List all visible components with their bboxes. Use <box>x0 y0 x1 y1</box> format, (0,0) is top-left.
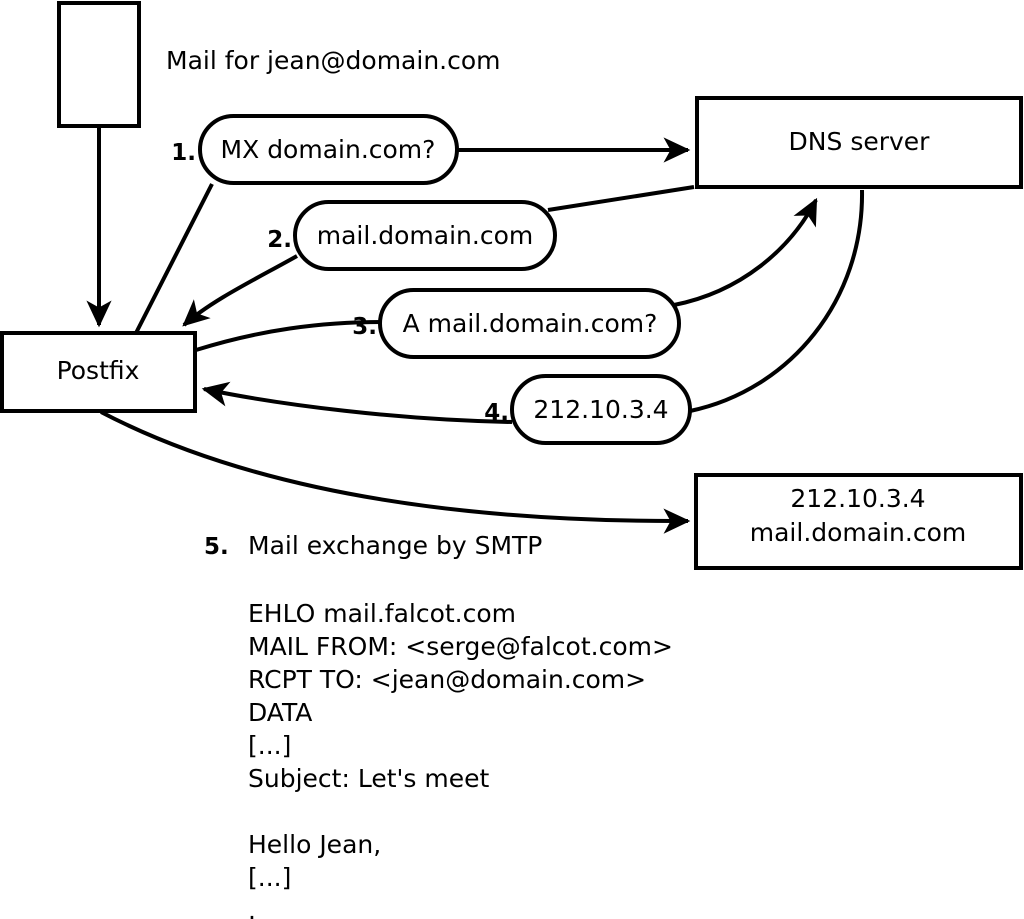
transcript-line: DATA <box>248 698 312 727</box>
node-dns-server: DNS server <box>695 96 1023 189</box>
connector-dns-to-step4 <box>689 189 865 413</box>
connector-postfix-to-mailserver <box>100 410 691 534</box>
transcript-line: EHLO mail.falcot.com <box>248 599 516 628</box>
mail-server-ip: 212.10.3.4 <box>790 484 925 513</box>
connector-step4-to-postfix <box>201 381 513 424</box>
smtp-transcript: EHLO mail.falcot.com MAIL FROM: <serge@f… <box>248 599 673 919</box>
transcript-line: [...] <box>248 731 291 760</box>
step-1-number: 1. <box>171 140 196 166</box>
connector-dns-to-step2 <box>547 185 695 212</box>
step-5-number: 5. <box>204 534 229 560</box>
transcript-line: MAIL FROM: <serge@falcot.com> <box>248 632 673 661</box>
connector-step2-to-postfix <box>182 254 298 327</box>
step-5-label: Mail exchange by SMTP <box>248 531 542 560</box>
dns-server-label: DNS server <box>789 127 931 156</box>
step-bubble-1: MX domain.com? <box>198 114 459 185</box>
node-mail-server: 212.10.3.4 mail.domain.com <box>694 473 1023 570</box>
connector-postfix-to-step3 <box>195 320 383 352</box>
connector-postfix-to-step1 <box>134 183 214 334</box>
step-bubble-4: 212.10.3.4 <box>510 374 692 445</box>
step-4-number: 4. <box>484 400 509 426</box>
connector-step3-to-dns <box>673 197 818 307</box>
step-2-label: mail.domain.com <box>317 221 533 250</box>
postfix-label: Postfix <box>57 356 140 385</box>
step-bubble-2: mail.domain.com <box>293 200 557 271</box>
mail-server-hostname: mail.domain.com <box>750 518 966 547</box>
transcript-line: Subject: Let's meet <box>248 764 489 793</box>
node-postfix: Postfix <box>0 331 197 413</box>
transcript-line: [...] <box>248 863 291 892</box>
step-4-label: 212.10.3.4 <box>533 395 668 424</box>
step-3-label: A mail.domain.com? <box>403 309 658 338</box>
step-2-number: 2. <box>267 227 292 253</box>
step-bubble-3: A mail.domain.com? <box>378 288 681 359</box>
sender-box <box>57 1 141 128</box>
transcript-line: RCPT TO: <jean@domain.com> <box>248 665 646 694</box>
diagram-title: Mail for jean@domain.com <box>166 46 501 75</box>
step-3-number: 3. <box>352 314 377 340</box>
transcript-line: Hello Jean, <box>248 830 381 859</box>
transcript-line: . <box>248 896 256 919</box>
step-1-label: MX domain.com? <box>221 135 436 164</box>
